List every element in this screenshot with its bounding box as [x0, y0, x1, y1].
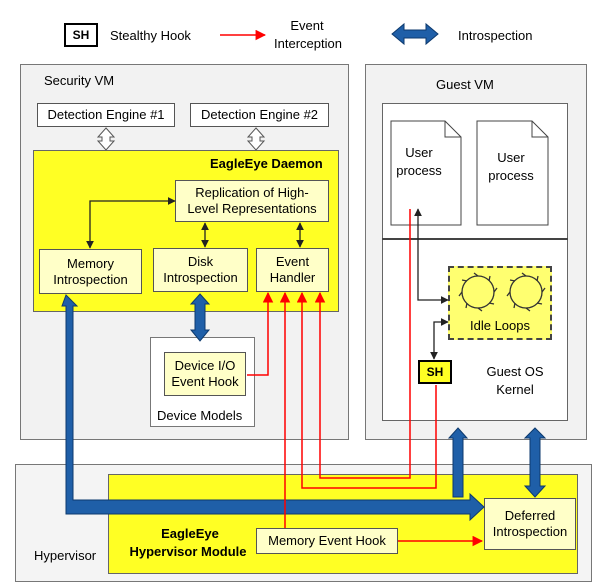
idle-loops-label: Idle Loops — [470, 318, 530, 333]
memory-introspection-label-2: Introspection — [53, 271, 128, 287]
legend-introspection-arrow-icon — [391, 22, 439, 46]
event-interception-arrows — [247, 209, 484, 547]
introspection-arrows — [61, 293, 547, 522]
device-models-label: Device Models — [157, 408, 243, 423]
user-process-2-label-1: User — [497, 150, 525, 165]
daemon-internal-connectors — [86, 197, 304, 249]
memory-introspection-arrow — [61, 294, 485, 522]
deferred-label-1: Deferred — [504, 508, 556, 523]
sh-kernel-hook: SH — [418, 360, 452, 384]
memory-event-hook-box: Memory Event Hook — [256, 528, 398, 554]
guest-hypervisor-arrow-left — [447, 427, 469, 498]
user-process-2-doc — [476, 120, 549, 226]
user-sh-event-arrow — [314, 209, 411, 479]
detection-engine-2-label: Detection Engine #2 — [200, 107, 319, 122]
legend-introspection-label: Introspection — [458, 28, 533, 43]
kernel-sh-event-arrow — [296, 291, 437, 489]
deferred-label-2: Introspection — [492, 524, 568, 539]
user-kernel-divider — [382, 238, 568, 240]
detection-engine-2-link — [246, 127, 266, 151]
device-io-event-hook-box: Device I/O Event Hook — [164, 352, 246, 396]
sh-kernel-text: SH — [426, 365, 444, 379]
disk-introspection-arrow — [189, 293, 211, 342]
legend-event-label-1: Event — [290, 18, 324, 33]
event-handler-label-2: Handler — [269, 270, 316, 285]
security-vm-label: Security VM — [44, 73, 115, 88]
legend-event-label-2: Interception — [274, 36, 342, 51]
hypervisor-module-label-2: Hypervisor Module — [129, 544, 247, 559]
user-process-1-label-2: process — [396, 163, 442, 178]
legend-sh-symbol: SH — [64, 23, 98, 47]
device-io-event-arrow — [247, 291, 274, 376]
disk-introspection-box: Disk Introspection — [153, 248, 248, 292]
detection-engine-1: Detection Engine #1 — [37, 103, 175, 127]
guest-os-kernel-label-2: Kernel — [496, 382, 534, 397]
idle-loop-icon-1 — [458, 272, 498, 312]
guest-deferred-arrow — [523, 427, 547, 498]
device-io-label-1: Device I/O — [174, 358, 236, 373]
user-process-2-label-2: process — [488, 168, 534, 183]
replication-box: Replication of High- Level Representatio… — [175, 180, 329, 222]
guest-vm-label: Guest VM — [436, 77, 494, 92]
memory-event-hook-label: Memory Event Hook — [268, 533, 386, 548]
detection-engine-2: Detection Engine #2 — [190, 103, 329, 127]
memory-introspection-box: Memory Introspection — [39, 249, 142, 294]
guest-internal-connectors — [414, 208, 449, 360]
event-handler-box: Event Handler — [256, 248, 329, 292]
hypervisor-label: Hypervisor — [34, 548, 97, 563]
hypervisor-module-label-1: EagleEye — [161, 526, 219, 541]
deferred-introspection-box: Deferred Introspection — [484, 498, 576, 550]
replication-label-1: Replication of High- — [195, 185, 309, 200]
device-io-label-2: Event Hook — [171, 374, 239, 389]
daemon-title: EagleEye Daemon — [210, 156, 323, 171]
disk-introspection-label-2: Introspection — [163, 270, 238, 285]
replication-label-2: Level Representations — [187, 201, 317, 216]
user-process-1-doc — [390, 120, 462, 226]
legend-stealthy-hook-label: Stealthy Hook — [110, 28, 191, 43]
detection-engine-1-label: Detection Engine #1 — [47, 107, 165, 122]
legend-sh-text: SH — [72, 28, 90, 42]
idle-loop-icon-2 — [506, 272, 546, 312]
guest-os-kernel-label-1: Guest OS — [486, 364, 544, 379]
memory-introspection-label-1: Memory — [67, 255, 114, 271]
user-process-1-label-1: User — [405, 145, 433, 160]
disk-introspection-label-1: Disk — [187, 254, 214, 269]
event-handler-label-1: Event — [275, 254, 310, 269]
detection-engine-1-link — [96, 127, 116, 151]
